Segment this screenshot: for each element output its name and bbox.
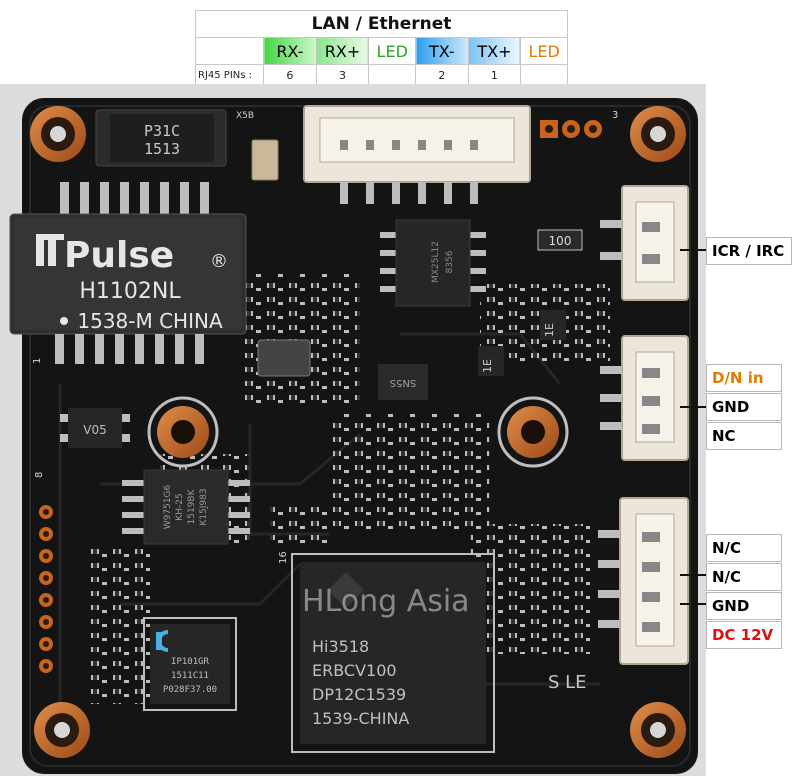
svg-text:H1102NL: H1102NL: [79, 279, 181, 304]
svg-text:Pulse: Pulse: [64, 235, 174, 276]
col-led-green: LED: [368, 37, 417, 65]
smd-cluster-6: [90, 544, 150, 704]
mount-pad-left: [147, 396, 219, 468]
pin-led-orange: [520, 64, 568, 86]
leader-icr: [680, 249, 706, 251]
pins-row-label: RJ45 PINs :: [194, 64, 265, 86]
watermark-text: HLong Asia: [302, 584, 470, 619]
pin-led-green: [368, 64, 417, 86]
leader-gnd1: [680, 406, 706, 408]
flash-chip: MX25L12 8356: [380, 219, 486, 307]
test-pads-3: [540, 120, 602, 138]
label-dn-in: D/N in: [706, 364, 782, 392]
pulse-transformer: Pulse ® H1102NL 1538-M CHINA: [9, 213, 247, 335]
svg-text:MX25L12: MX25L12: [431, 241, 441, 283]
smd-cluster-1: [240, 274, 360, 404]
pin8-label: 8: [34, 472, 45, 478]
pin3-label: 3: [612, 110, 618, 121]
ceramic-capacitor: [251, 139, 279, 181]
svg-text:W9751G6: W9751G6: [163, 484, 173, 529]
pin-tx-minus: 2: [415, 64, 469, 86]
camera-pcb-board: P31C 1513 X5B Pulse ® H1102NL 1538-M CHI…: [0, 84, 706, 776]
inductor-p31c: P31C 1513: [95, 109, 227, 167]
memory-chip: W9751G6 KH-25 1519BK K15J983: [122, 469, 250, 545]
label-gnd-2: GND: [706, 592, 782, 620]
smd-cluster-5: [470, 524, 590, 654]
pin-rx-minus: 6: [263, 64, 317, 86]
svg-text:Hi3518: Hi3518: [312, 637, 369, 656]
connector-power: [598, 497, 689, 665]
mount-pad-right: [497, 396, 569, 468]
label-n-c-2: N/C: [706, 563, 782, 591]
connector-icr: [600, 185, 689, 301]
lan-ethernet-table: LAN / Ethernet RX- RX+ LED TX- TX+ LED R…: [194, 10, 568, 86]
svg-text:1539-CHINA: 1539-CHINA: [312, 709, 409, 728]
label-gnd-1: GND: [706, 393, 782, 421]
pulse-pins-bottom: [55, 334, 204, 364]
mount-hole-tl: [30, 106, 86, 162]
regulator-sot: SN5S: [378, 364, 428, 400]
pulse-logo-icon: [36, 234, 64, 266]
lan-table-title: LAN / Ethernet: [195, 10, 568, 38]
label-dc-12v: DC 12V: [706, 621, 782, 649]
mount-hole-br: [630, 702, 686, 758]
transistor-1e-a: 1E: [540, 310, 566, 340]
svg-text:DP12C1539: DP12C1539: [312, 685, 406, 704]
x5b-label: X5B: [236, 111, 254, 121]
hisilicon-logo-icon: [328, 572, 364, 608]
pulse-pins-top: [60, 182, 209, 216]
label-nc: NC: [706, 422, 782, 450]
svg-text:P31C: P31C: [144, 122, 180, 140]
tantalum-capacitor: [257, 339, 311, 377]
lan-table-corner: [194, 37, 265, 65]
svg-text:1E: 1E: [543, 323, 556, 337]
pin1-label: 1: [32, 358, 43, 364]
col-rx-minus: RX-: [263, 37, 317, 65]
svg-text:®: ®: [210, 251, 228, 272]
col-tx-plus: TX+: [467, 37, 522, 65]
connector-dn: [600, 335, 689, 461]
svg-text:100: 100: [549, 234, 572, 248]
svg-text:V05: V05: [83, 423, 106, 437]
top-connector: [303, 105, 531, 204]
svg-text:1538-M CHINA: 1538-M CHINA: [77, 309, 223, 333]
ethernet-phy-chip: IP101GR 1511C11 P028F37.00: [143, 617, 237, 711]
svg-text:1511C11: 1511C11: [171, 671, 209, 681]
svg-text:1E: 1E: [481, 359, 494, 373]
pin16-label: 16: [278, 551, 289, 564]
mount-hole-bl: [34, 702, 90, 758]
label-icr-irc: ICR / IRC: [706, 237, 792, 265]
smd-cluster-2: [330, 414, 490, 534]
transistor-1e-b: 1E: [478, 346, 504, 376]
col-led-orange: LED: [520, 37, 568, 65]
svg-text:8356: 8356: [445, 250, 455, 273]
silkscreen-sle: S LE: [548, 672, 587, 693]
icplus-logo-icon: [156, 630, 169, 652]
svg-text:IP101GR: IP101GR: [171, 657, 210, 667]
svg-text:1513: 1513: [144, 140, 180, 158]
leader-nc2: [680, 574, 706, 576]
svg-text:1519BK: 1519BK: [187, 488, 197, 524]
label-n-c-1: N/C: [706, 534, 782, 562]
pin-rx-plus: 3: [315, 64, 370, 86]
main-soc-chip: Hi3518 ERBCV100 DP12C1539 1539-CHINA: [291, 553, 495, 753]
svg-text:SN5S: SN5S: [390, 377, 417, 388]
svg-text:K15J983: K15J983: [199, 488, 209, 525]
leader-gnd2: [680, 603, 706, 605]
svg-text:KH-25: KH-25: [175, 493, 185, 520]
mount-hole-tr: [630, 106, 686, 162]
pin-tx-plus: 1: [467, 64, 522, 86]
diode-v05: V05: [60, 408, 130, 448]
svg-text:ERBCV100: ERBCV100: [312, 661, 397, 680]
col-rx-plus: RX+: [315, 37, 370, 65]
resistor-100: 100: [537, 229, 583, 251]
col-tx-minus: TX-: [415, 37, 469, 65]
svg-text:P028F37.00: P028F37.00: [163, 685, 217, 695]
pin-header-8: [39, 505, 53, 673]
